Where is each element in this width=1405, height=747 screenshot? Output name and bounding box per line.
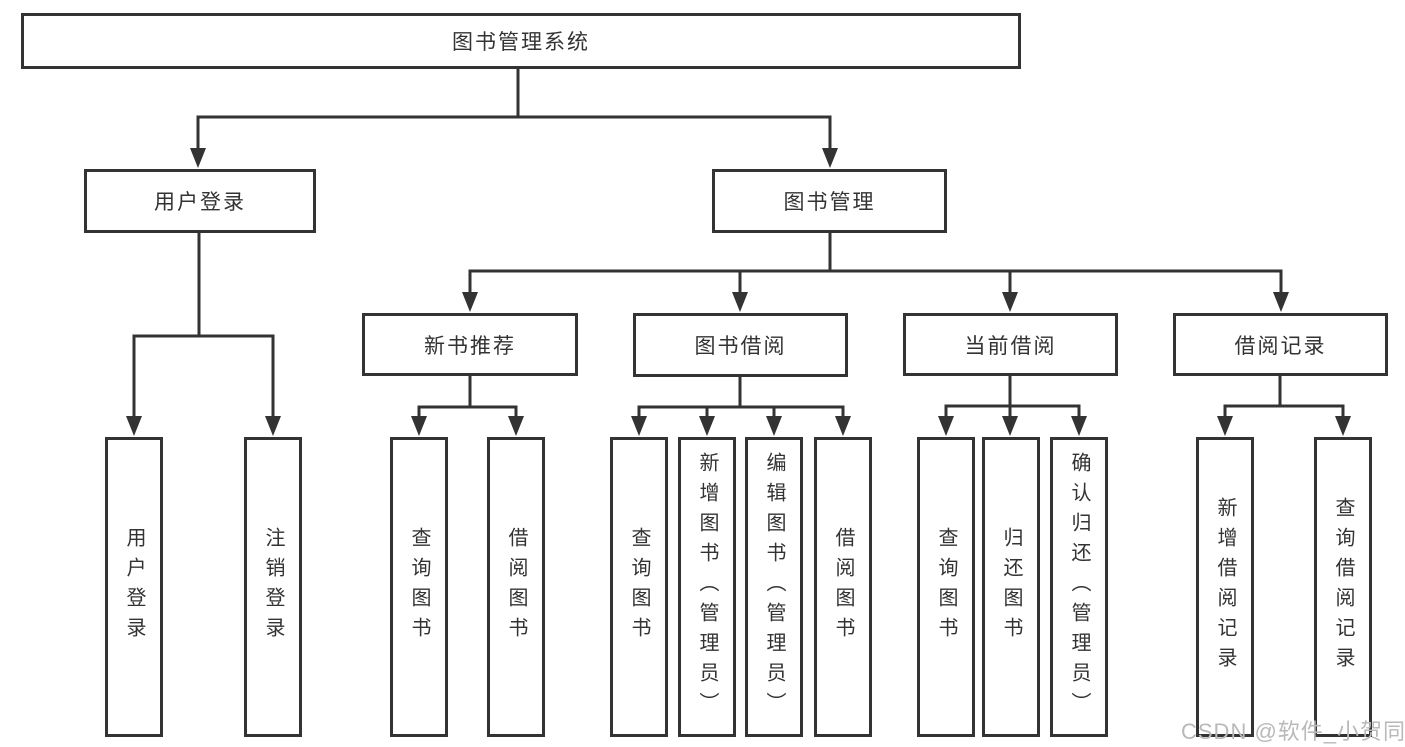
arrowhead-user-login-children xyxy=(126,416,281,436)
arrowhead-book-mgmt-children xyxy=(462,292,1289,312)
node-current-borrowing: 当前借阅 xyxy=(903,313,1118,376)
node-book-management: 图书管理 xyxy=(712,169,947,233)
connector-user-login-children xyxy=(132,233,275,420)
connector-book-borrow-children xyxy=(637,377,845,420)
csdn-watermark: CSDN @软件_小贺同学 xyxy=(1181,719,1405,744)
leaf-add-borrow-record: 新增借阅记录 xyxy=(1196,437,1254,737)
arrowhead-borrow-records-children xyxy=(1217,416,1351,436)
leaf-add-books-admin: 新增图书（管理员） xyxy=(678,437,736,737)
leaf-logout: 注销登录 xyxy=(244,437,302,737)
leaf-query-books-current: 查询图书 xyxy=(917,437,975,737)
leaf-borrow-books-recommend: 借阅图书 xyxy=(487,437,545,737)
arrowhead-root-branches xyxy=(190,148,838,168)
leaf-query-books-borrowing: 查询图书 xyxy=(610,437,668,737)
leaf-query-books-recommend: 查询图书 xyxy=(390,437,448,737)
arrowhead-book-borrow-children xyxy=(631,416,851,436)
arrowhead-current-borrow-children xyxy=(938,416,1087,436)
node-borrowing-records: 借阅记录 xyxy=(1173,313,1388,376)
leaf-edit-books-admin: 编辑图书（管理员） xyxy=(745,437,803,737)
node-new-book-recommendation: 新书推荐 xyxy=(362,313,578,376)
connector-new-books-children xyxy=(417,376,518,420)
leaf-return-books: 归还图书 xyxy=(982,437,1040,737)
node-user-login: 用户登录 xyxy=(84,169,316,233)
leaf-confirm-return-admin: 确认归还（管理员） xyxy=(1050,437,1108,737)
leaf-borrow-books-borrowing: 借阅图书 xyxy=(814,437,872,737)
node-book-borrowing: 图书借阅 xyxy=(633,313,848,377)
connector-book-mgmt-children xyxy=(468,233,1283,296)
leaf-user-login: 用户登录 xyxy=(105,437,163,737)
node-library-management-system: 图书管理系统 xyxy=(21,13,1021,69)
connector-current-borrow-children xyxy=(944,376,1081,420)
connector-borrow-records-children xyxy=(1223,376,1345,420)
connector-root-to-branches xyxy=(196,69,832,151)
arrowhead-new-books-children xyxy=(411,416,524,436)
leaf-query-borrow-record: 查询借阅记录 xyxy=(1314,437,1372,737)
